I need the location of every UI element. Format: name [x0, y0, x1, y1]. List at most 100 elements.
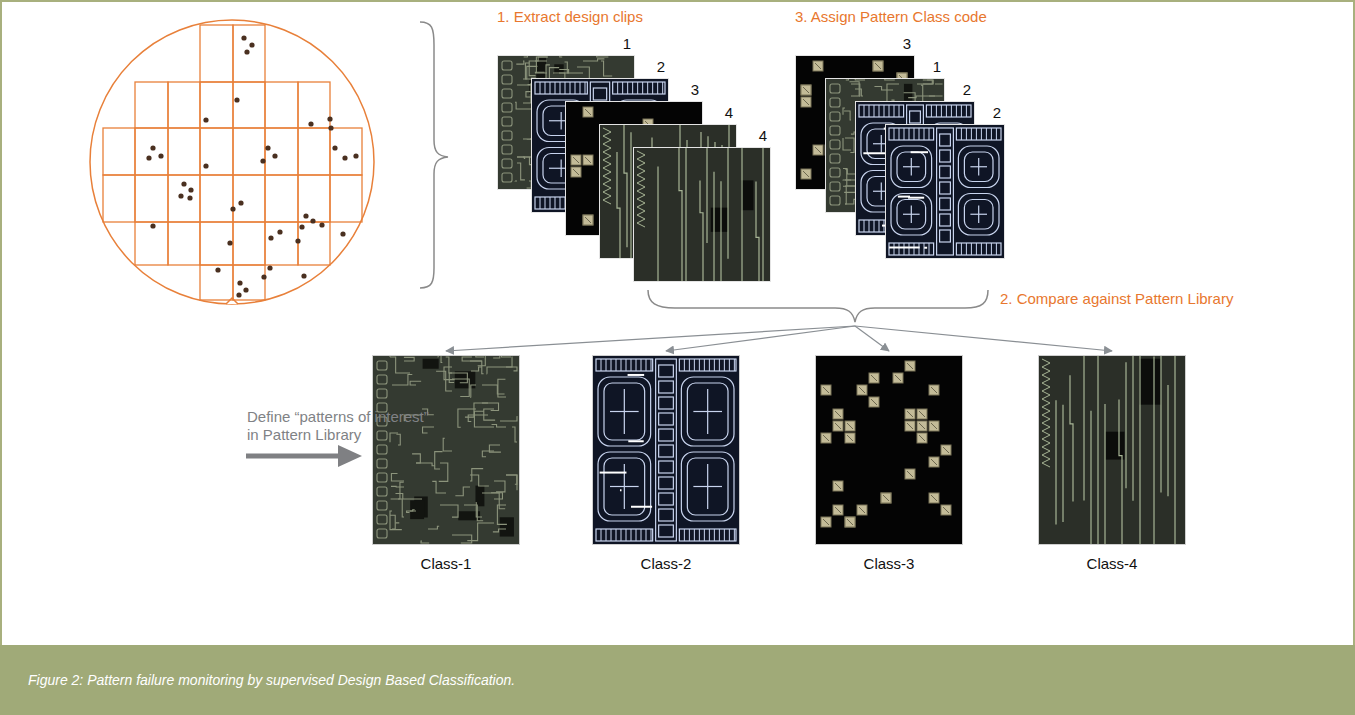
layout-shape [598, 452, 651, 521]
defect-dot [319, 222, 324, 227]
arrow-line [446, 326, 855, 351]
layout-wire [482, 493, 505, 509]
layout-line [961, 128, 962, 140]
layout-line [600, 472, 627, 474]
defect-dot [310, 218, 315, 223]
layout-cell [377, 473, 387, 482]
via-mark [859, 507, 865, 513]
layout-line [610, 486, 639, 487]
layout-line [729, 359, 730, 371]
via-square [801, 169, 811, 179]
layout-line [874, 220, 875, 232]
via-square [857, 505, 867, 515]
defect-dot [340, 231, 345, 236]
layout-shape [656, 359, 677, 541]
layout-wire [874, 87, 893, 90]
layout-cell [830, 126, 840, 135]
layout-line [904, 243, 905, 255]
layout-shape [958, 194, 999, 236]
layout-wire [391, 474, 404, 481]
defect-dot [308, 121, 313, 126]
image-border [886, 125, 1005, 259]
layout-wire [391, 499, 404, 517]
layout-line [704, 529, 705, 541]
layout-shape [687, 383, 728, 440]
via-square [917, 433, 927, 443]
via-square [917, 421, 927, 431]
layout-line [714, 359, 715, 371]
via-mark [815, 63, 821, 69]
layout-shape [659, 525, 674, 537]
layout-shape [891, 194, 932, 236]
label-holder: 2. Compare against Pattern Library [1000, 290, 1233, 308]
clip-ground [885, 124, 1005, 259]
die-cell [168, 128, 200, 175]
layout-line [864, 220, 865, 232]
via-square [583, 107, 593, 117]
via-mark [919, 411, 925, 417]
clip-ground [815, 355, 963, 545]
defect-dot [267, 265, 272, 270]
layout-wire [421, 541, 429, 543]
via-mark [835, 411, 841, 417]
layout-line [545, 82, 546, 94]
layout-shape [596, 359, 653, 371]
layout-blob [475, 486, 484, 507]
label-holder: 3. Assign Pattern Class code [795, 8, 987, 26]
layout-line [966, 105, 967, 117]
layout-shape [940, 214, 951, 226]
layout-line [903, 214, 920, 215]
layout-shape [681, 452, 734, 521]
layout-wire [452, 379, 469, 397]
die-cell [233, 82, 265, 128]
layout-line [699, 529, 700, 541]
layout-wire [850, 82, 860, 96]
layout-shape [593, 88, 606, 100]
layout-wire [404, 357, 414, 361]
via-square [583, 155, 593, 165]
layout-wire [529, 65, 550, 79]
layout-shape [956, 243, 1001, 255]
layout-wire [423, 427, 434, 433]
layout-shape [897, 200, 926, 230]
layout-shape [687, 458, 728, 515]
via-mark [585, 157, 591, 163]
defect-dot [178, 193, 183, 198]
layout-line [620, 489, 622, 491]
class-label: Class-4 [1038, 555, 1186, 573]
clip-number: 2 [531, 58, 665, 76]
via-square [845, 433, 855, 443]
layout-wire [396, 434, 400, 445]
layout-line [734, 359, 735, 371]
layout-wire [1174, 355, 1175, 545]
layout-line [889, 246, 920, 248]
layout-wire [468, 415, 488, 422]
layout-wire [762, 147, 763, 282]
via-square [845, 421, 855, 431]
layout-line [986, 128, 987, 140]
die-cell [200, 82, 233, 128]
layout-wire [506, 475, 517, 490]
layout-line [616, 359, 617, 371]
image-border [1039, 356, 1186, 545]
layout-wire [630, 132, 631, 258]
layout-wire [565, 62, 583, 73]
caption-holder: Figure 2: Pattern failure monitoring by … [28, 671, 515, 689]
via-square [801, 85, 811, 95]
die-cell [298, 222, 330, 265]
layout-blob [711, 208, 728, 232]
layout-cell [502, 173, 512, 182]
die-cell [135, 82, 168, 128]
layout-wire [449, 373, 454, 382]
layout-line [909, 128, 910, 140]
defect-dot [353, 153, 358, 158]
step-label: 3. Assign Pattern Class code [795, 8, 987, 26]
via-mark [919, 423, 925, 429]
layout-line [646, 359, 647, 371]
die-cell [168, 175, 200, 222]
layout-line [724, 529, 725, 541]
clip-ground [633, 147, 771, 282]
layout-line [904, 128, 905, 140]
clip-number: 2 [855, 81, 971, 99]
